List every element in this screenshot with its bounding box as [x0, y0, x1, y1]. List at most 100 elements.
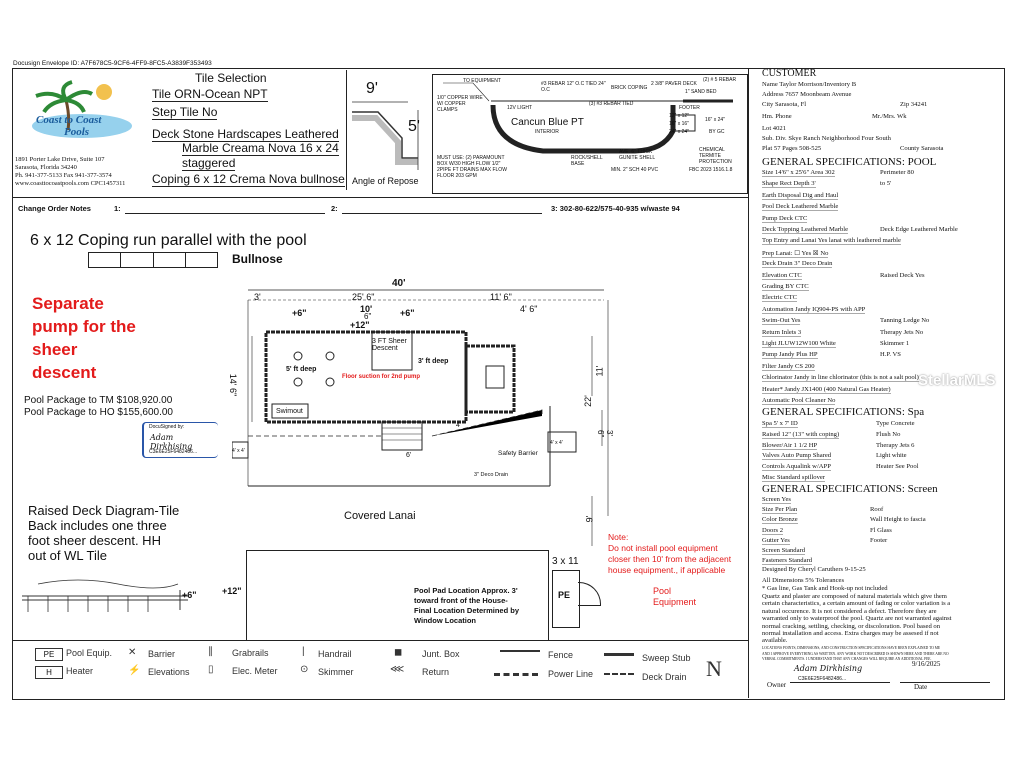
- pool-spec-row: Size 14'6" x 25'6" Area 302: [762, 169, 835, 177]
- pool-spec-row: Deck Drain 3" Deco Drain: [762, 260, 833, 269]
- customer-name: Name Taylor Morrison/Inventory B: [762, 81, 857, 88]
- header-divider: [12, 197, 749, 198]
- repose-shape: [352, 101, 419, 170]
- legend-pe: Pool Equip.: [66, 648, 113, 658]
- raised-note-2: Back includes one three: [28, 518, 167, 533]
- customer-plat: Plat 57 Pages 508-525: [762, 145, 822, 152]
- spa-spec-row: Valves Auto Pump Shared: [762, 452, 832, 461]
- customer-heading: CUSTOMER: [762, 68, 817, 79]
- legend-barrier: Barrier: [148, 649, 176, 659]
- deck-line2: Marble Creama Nova 16 x 24: [182, 141, 339, 156]
- pool-spec-row: Swim-Out Yes: [762, 317, 801, 326]
- docusigned-label: DocuSigned by:: [149, 424, 185, 430]
- plan-h11: 11': [594, 365, 605, 377]
- pool-spec-row: Shape Rect Depth 3': [762, 180, 816, 189]
- section-to-equipment: TO EQUIPMENT: [463, 78, 501, 84]
- docusigned-code: C3E6E25F6482486...: [149, 449, 198, 455]
- palm-tree-icon: [32, 80, 132, 138]
- spa-spec-row-right: Flush No: [876, 430, 901, 438]
- pad-note-3: Final Location Determined by: [414, 606, 520, 615]
- tile-heading: Tile Selection: [195, 71, 267, 85]
- raised-note-3: foot sheer descent. HH: [28, 533, 161, 548]
- pool-spec-row: Earth Disposal Dig and Haul: [762, 191, 839, 200]
- pool-plan-shape: [231, 289, 609, 546]
- spa-spec-row-right: Type Concrete: [876, 420, 915, 427]
- sheer-note-4: descent: [32, 363, 97, 382]
- power-line-icon: [494, 673, 538, 679]
- section-rebar-tied: (3) #3 REBAR TIED: [589, 101, 634, 107]
- pool-spec-row: Heater* Jandy JX1400 (400 Natural Gas He…: [762, 385, 891, 394]
- spa-spec-row-right: Light white: [876, 452, 907, 460]
- pad-pe: PE: [558, 590, 571, 600]
- screen-spec-heading: GENERAL SPECIFICATIONS: Screen: [762, 483, 938, 495]
- screen-spec-row: Screen Standard: [762, 547, 806, 555]
- section-fbc: FBC 2023 1516.1.8: [689, 167, 733, 173]
- skimmer-icon: ⊙: [300, 664, 309, 675]
- docusigned-name: Adam Dirkhising: [150, 433, 193, 451]
- legend-heater: Heater: [66, 666, 94, 676]
- pool-spec-row: Pool Deck Leathered Marble: [762, 203, 839, 212]
- return-icon: ⋘: [390, 664, 405, 675]
- logo-line1: Coast to Coast: [36, 114, 102, 126]
- plan-drain: 3" Deco Drain: [474, 472, 509, 478]
- change-order-n3: 3: 302-80-622/575-40-935 w/waste 94: [551, 204, 680, 213]
- locations-line: VERBAL COMMITMENTS. I UNDERSTAND THAT AN…: [762, 657, 932, 661]
- section-f2: 16" x 16": [669, 121, 689, 127]
- pool-spec-row: Pump Jandy Plus HP: [762, 351, 818, 360]
- pool-spec-row: Pump Deck CTC: [762, 214, 808, 223]
- change-order-label: Change Order Notes: [18, 204, 91, 213]
- section-rebar-right: (2) # 5 REBAR: [703, 77, 737, 83]
- legend-grabrails: Grabrails: [232, 648, 269, 658]
- customer-hm: Hm. Phone: [762, 113, 792, 120]
- pool-spec-row: Elevation CTC: [762, 271, 802, 280]
- designed-by: Designed By Cheryl Caruthers 9-15-25: [762, 566, 866, 573]
- screen-spec-row-right: Wall Height to fascia: [870, 516, 926, 524]
- company-address1: 1891 Porter Lake Drive, Suite 107: [15, 156, 105, 163]
- company-phone: Ph. 941-377-5133 Fax 941-377-3574: [15, 172, 112, 179]
- legend-divider: [12, 640, 749, 641]
- tile-box-left: [346, 70, 347, 190]
- change-order-n1: 1:: [114, 204, 121, 213]
- plan-swimout: Swimout: [276, 408, 303, 415]
- customer-city: City Sarasota, Fl: [762, 101, 807, 108]
- legend-handrail: Handrail: [318, 649, 352, 659]
- change-order-line1: [125, 213, 325, 214]
- tile-line: Tile ORN-Ocean NPT: [152, 87, 268, 102]
- customer-zip: Zip 34241: [900, 101, 928, 108]
- pool-spec-row: Chlorinator Jandy in line chlorinator (t…: [762, 374, 919, 383]
- plan-d6b: +6": [292, 308, 307, 318]
- pool-spec-row-right: to 5': [880, 180, 892, 188]
- spa-spec-row-right: Heater See Pool: [876, 463, 919, 471]
- section-paver: 2 3/8" PAVER DECK: [651, 81, 697, 87]
- plan-d11: 11' 6": [490, 292, 512, 302]
- legend-sweep: Sweep Stub: [642, 653, 691, 663]
- pool-spec-row: Prep Lanai: ☐ Yes ☒ No: [762, 249, 829, 258]
- signature-date: 9/16/2025: [912, 660, 941, 668]
- pool-plan: 40' 3' 25' 6" 11' 6" 4' 6" +6" 10' 6" +6…: [228, 276, 614, 546]
- section-chem: CHEMICAL TERMITE PROTECTION: [699, 147, 732, 165]
- plan-d4b: 4': [456, 422, 462, 429]
- pool-spec-row: Automatic Pool Cleaner No: [762, 397, 836, 405]
- coping-note: 6 x 12 Coping run parallel with the pool: [30, 232, 307, 249]
- section-light: 12V LIGHT: [507, 105, 533, 111]
- coping-line: Coping 6 x 12 Crema Nova bullnose: [152, 172, 345, 187]
- house-line-vert: [246, 550, 247, 640]
- customer-lot: Lot 4021: [762, 125, 786, 132]
- quartz-line: Quartz and plaster are composed of natur…: [762, 593, 947, 600]
- pool-spec-row: Light JLUW12W100 White: [762, 340, 836, 348]
- raised-deck-diagram: +6": [18, 576, 218, 616]
- spa-spec-row: Blower/Air 1 1/2 HP: [762, 441, 818, 450]
- legend-pe-box: PE: [35, 648, 63, 661]
- quartz-line: available.: [762, 637, 788, 645]
- spa-spec-row-right: Therapy Jets 6: [876, 441, 915, 449]
- pool-spec-row-right: Therapy Jets No: [880, 328, 924, 336]
- plan-left-h: 14' 6": [228, 373, 239, 397]
- vertical-divider: [748, 68, 749, 698]
- gas-note: * Gas line, Gas Tank and Hook-up not inc…: [762, 585, 888, 592]
- section-f3: 24" x 24": [669, 129, 689, 135]
- plan-spa-small: 4' x 4': [232, 448, 245, 454]
- fence-icon: [500, 650, 540, 652]
- pad-note-1: Pool Pad Location Approx. 3': [414, 586, 518, 595]
- pool-spec-row-right: Deck Edge Leathered Marble: [880, 226, 958, 233]
- spa-spec-row: Raised 12" (13" with coping): [762, 430, 840, 439]
